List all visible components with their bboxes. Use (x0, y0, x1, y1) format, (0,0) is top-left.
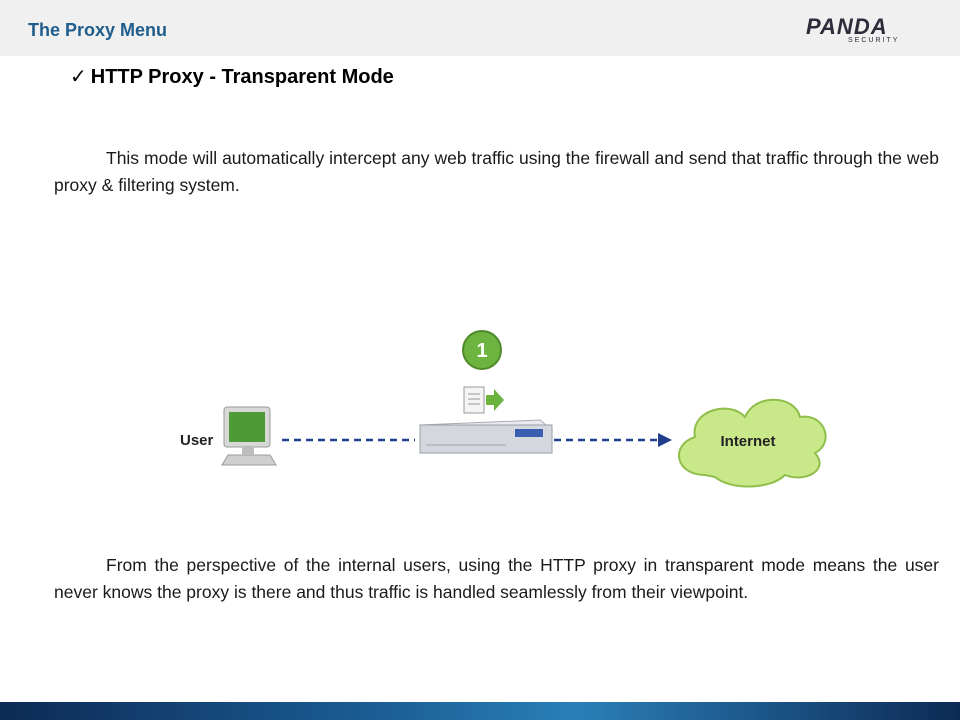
computer-icon (221, 406, 277, 466)
step-number: 1 (476, 340, 487, 362)
intro-paragraph: This mode will automatically intercept a… (54, 148, 939, 195)
page-title: The Proxy Menu (28, 20, 168, 40)
section-title: HTTP Proxy - Transparent Mode (90, 66, 394, 88)
document-icon (463, 386, 485, 414)
proxy-appliance-icon (418, 419, 554, 454)
internet-cloud-icon (678, 398, 827, 488)
footer-bar (0, 702, 960, 720)
internet-label: Internet (720, 433, 775, 450)
logo-wordmark: PANDA (806, 14, 888, 39)
section-heading: ✓HTTP Proxy - Transparent Mode (70, 64, 394, 89)
logo-subtext: SECURITY (848, 37, 900, 44)
step-badge: 1 (462, 330, 502, 370)
arrowhead (658, 433, 672, 447)
checkmark-icon: ✓ (70, 66, 87, 88)
panda-security-logo: PANDA SECURITY (806, 14, 914, 44)
header-bar: The Proxy Menu PANDA SECURITY (0, 0, 960, 56)
outro-paragraph: From the perspective of the internal use… (54, 555, 939, 602)
user-label: User (180, 432, 214, 449)
proxy-diagram: User 1 Internet (180, 330, 827, 488)
forward-arrow-icon (486, 389, 504, 411)
